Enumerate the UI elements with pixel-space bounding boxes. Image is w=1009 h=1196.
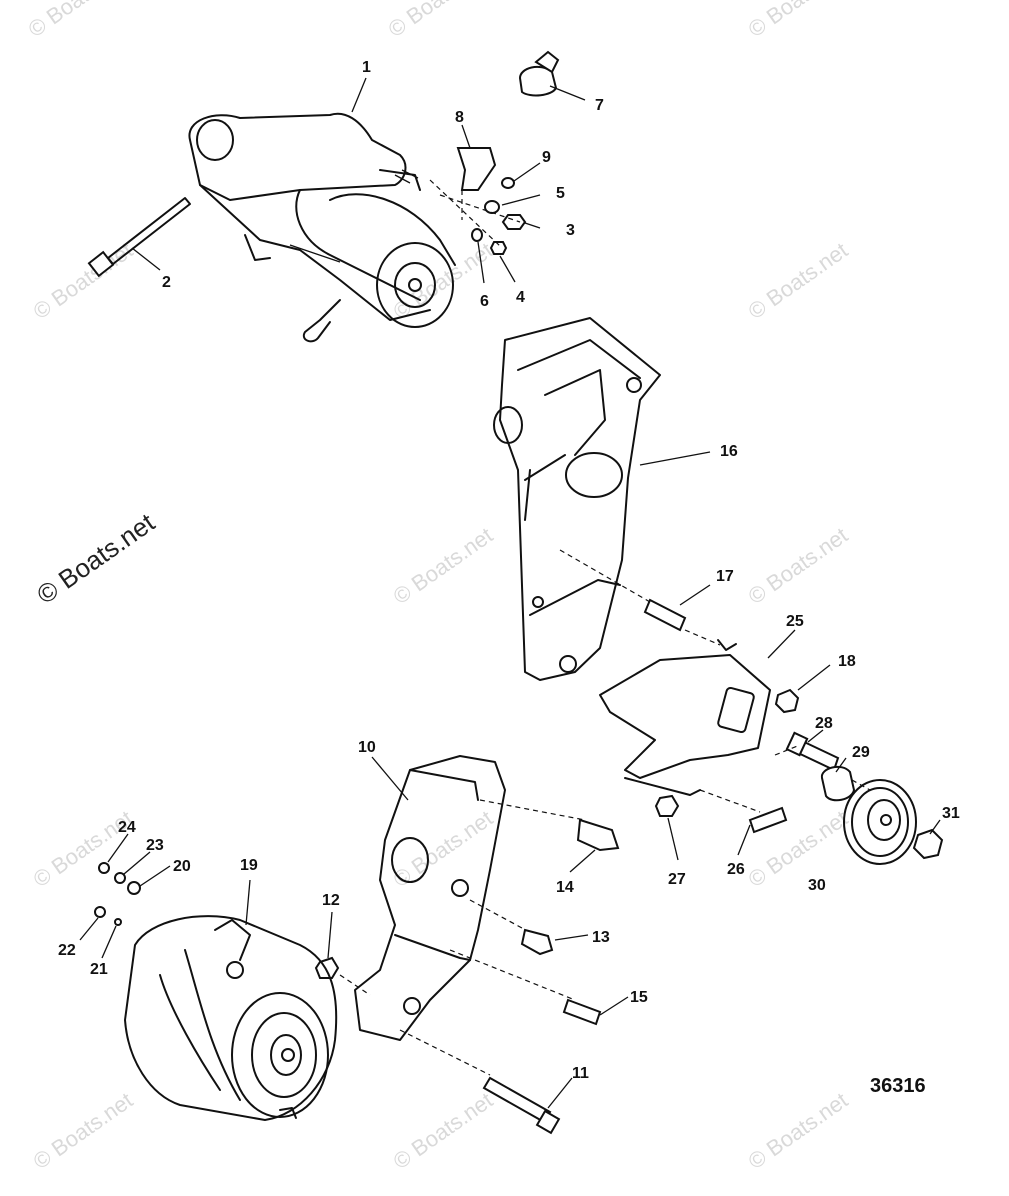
callout-22: 22	[58, 942, 76, 959]
callout-28: 28	[815, 715, 833, 732]
callout-13: 13	[592, 929, 610, 946]
watermark-main: © Boats.net	[31, 507, 160, 610]
watermark-layer: © Boats.net © Boats.net © Boats.net © Bo…	[24, 0, 853, 1174]
callout-15: 15	[630, 989, 648, 1006]
nut-27	[654, 794, 680, 817]
watermark: © Boats.net	[389, 237, 498, 324]
watermark: © Boats.net	[389, 805, 498, 892]
pulley-assembly	[785, 731, 944, 865]
idler-bracket	[599, 639, 771, 796]
alternator-bracket	[354, 755, 506, 1041]
callout-5: 5	[556, 185, 565, 202]
watermark: © Boats.net	[744, 237, 853, 324]
alternator-hardware	[94, 862, 141, 926]
callout-16: 16	[720, 443, 738, 460]
boot-cap	[518, 50, 560, 97]
watermark: © Boats.net	[29, 237, 138, 324]
callout-19: 19	[240, 857, 258, 874]
callout-30: 30	[808, 877, 826, 894]
callout-26: 26	[727, 861, 745, 878]
callout-6: 6	[480, 293, 489, 310]
starter-motor	[188, 112, 456, 343]
callout-14: 14	[556, 879, 574, 896]
terminal-bracket	[456, 147, 497, 191]
watermark: © Boats.net	[744, 522, 853, 609]
callout-27: 27	[668, 871, 686, 888]
callout-10: 10	[358, 739, 376, 756]
bolt-13	[520, 928, 554, 956]
callout-31: 31	[942, 805, 960, 822]
callout-7: 7	[595, 97, 604, 114]
leader-lines	[79, 77, 941, 1109]
watermark: © Boats.net	[744, 1087, 853, 1174]
watermark: © Boats.net	[24, 0, 133, 42]
callout-9: 9	[542, 149, 551, 166]
callout-20: 20	[173, 858, 191, 875]
stud-17	[643, 598, 687, 632]
bolt-14	[576, 818, 620, 852]
callout-4: 4	[516, 289, 525, 306]
bolt-26	[748, 806, 788, 834]
callout-2: 2	[162, 274, 171, 291]
callout-1: 1	[362, 59, 371, 76]
callout-8: 8	[455, 109, 464, 126]
nut-18	[774, 688, 800, 714]
mounting-bracket	[493, 317, 661, 681]
watermark: © Boats.net	[744, 0, 853, 42]
bolt-11	[482, 1076, 552, 1124]
callout-21: 21	[90, 961, 108, 978]
starter-bolt	[87, 197, 191, 278]
stud-15	[562, 998, 602, 1026]
watermark: © Boats.net	[384, 0, 493, 42]
watermark: © Boats.net	[29, 1087, 138, 1174]
watermark: © Boats.net	[389, 1087, 498, 1174]
alternator	[124, 915, 338, 1121]
callout-17: 17	[716, 568, 734, 585]
drawing-number: 36316	[870, 1075, 926, 1097]
callout-24: 24	[118, 819, 136, 836]
watermark: © Boats.net	[389, 522, 498, 609]
callout-11: 11	[572, 1065, 589, 1082]
callout-18: 18	[838, 653, 856, 670]
callout-29: 29	[852, 744, 870, 761]
callout-25: 25	[786, 613, 804, 630]
callout-3: 3	[566, 222, 575, 239]
callout-labels: 1 2 3 4 5 6 7 8 9 10 11 12 13 14 15 16 1…	[58, 59, 960, 1082]
callout-12: 12	[322, 892, 340, 909]
callout-23: 23	[146, 837, 164, 854]
small-hardware	[471, 177, 527, 255]
